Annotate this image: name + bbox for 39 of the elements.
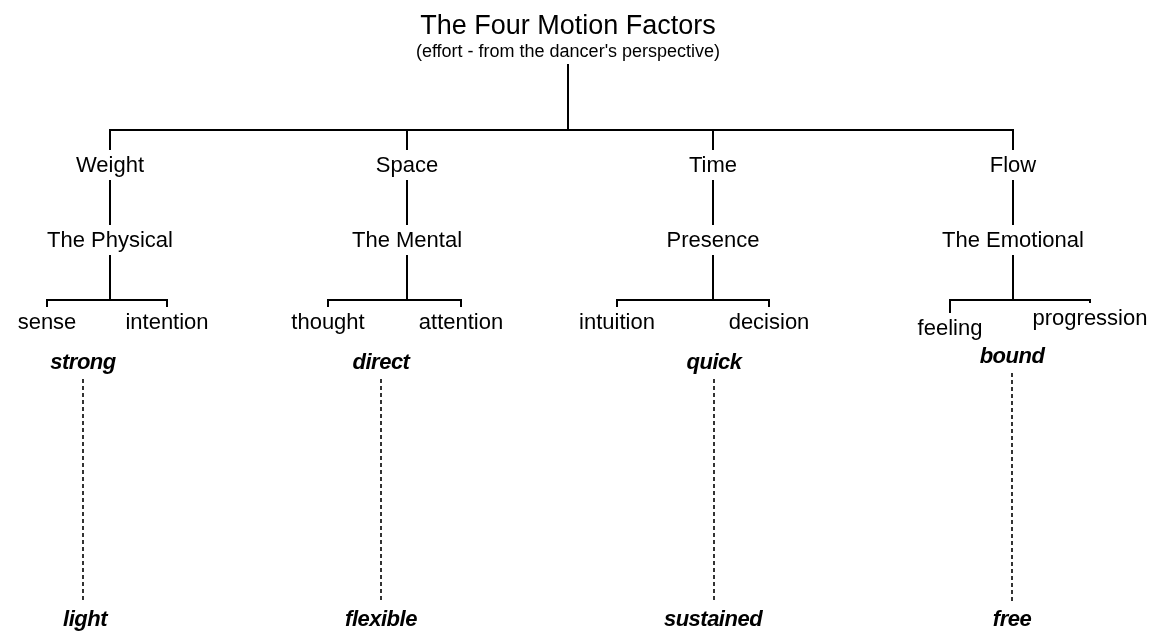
effort-quality-label: free: [992, 606, 1032, 632]
tree-connector: [109, 254, 168, 308]
dashed-connector: [713, 378, 715, 603]
tree-connector: [712, 254, 770, 308]
effort-quality-label: flexible: [345, 606, 417, 632]
tree-connector: [712, 179, 714, 226]
tree-connector: [1012, 179, 1014, 226]
tree-label: progression: [1032, 305, 1148, 331]
effort-quality-label: direct: [352, 349, 410, 375]
tree-connector: [406, 179, 408, 226]
tree-label: thought: [291, 309, 365, 335]
dashed-connector: [82, 378, 84, 603]
tree-label: The Emotional: [942, 227, 1084, 253]
root-node-heading: The Four Motion Factors: [419, 10, 717, 40]
tree-label: Presence: [666, 227, 760, 253]
tree-label: feeling: [917, 315, 983, 341]
tree-connector: [567, 63, 1014, 151]
effort-quality-label: sustained: [663, 606, 763, 632]
tree-label: sense: [17, 309, 77, 335]
dashed-connector: [1011, 372, 1013, 603]
effort-quality-label: light: [63, 606, 107, 632]
tree-label: attention: [418, 309, 504, 335]
tree-label: Weight: [75, 152, 145, 178]
tree-label: decision: [728, 309, 810, 335]
tree-label: The Physical: [47, 227, 173, 253]
effort-quality-label: strong: [50, 349, 116, 375]
effort-quality-label: quick: [686, 349, 742, 375]
effort-quality-label: bound: [979, 343, 1045, 369]
tree-label: Space: [375, 152, 439, 178]
tree-connector: [109, 179, 111, 226]
tree-label: Flow: [989, 152, 1037, 178]
tree-label: The Mental: [351, 227, 463, 253]
dashed-connector: [380, 378, 382, 603]
tree-connector: [406, 254, 462, 308]
root-node-subheading: (effort - from the dancer's perspective): [415, 40, 721, 62]
tree-label: Time: [688, 152, 738, 178]
tree-connector: [1012, 254, 1091, 304]
tree-label: intention: [125, 309, 209, 335]
tree-label: intuition: [579, 309, 655, 335]
